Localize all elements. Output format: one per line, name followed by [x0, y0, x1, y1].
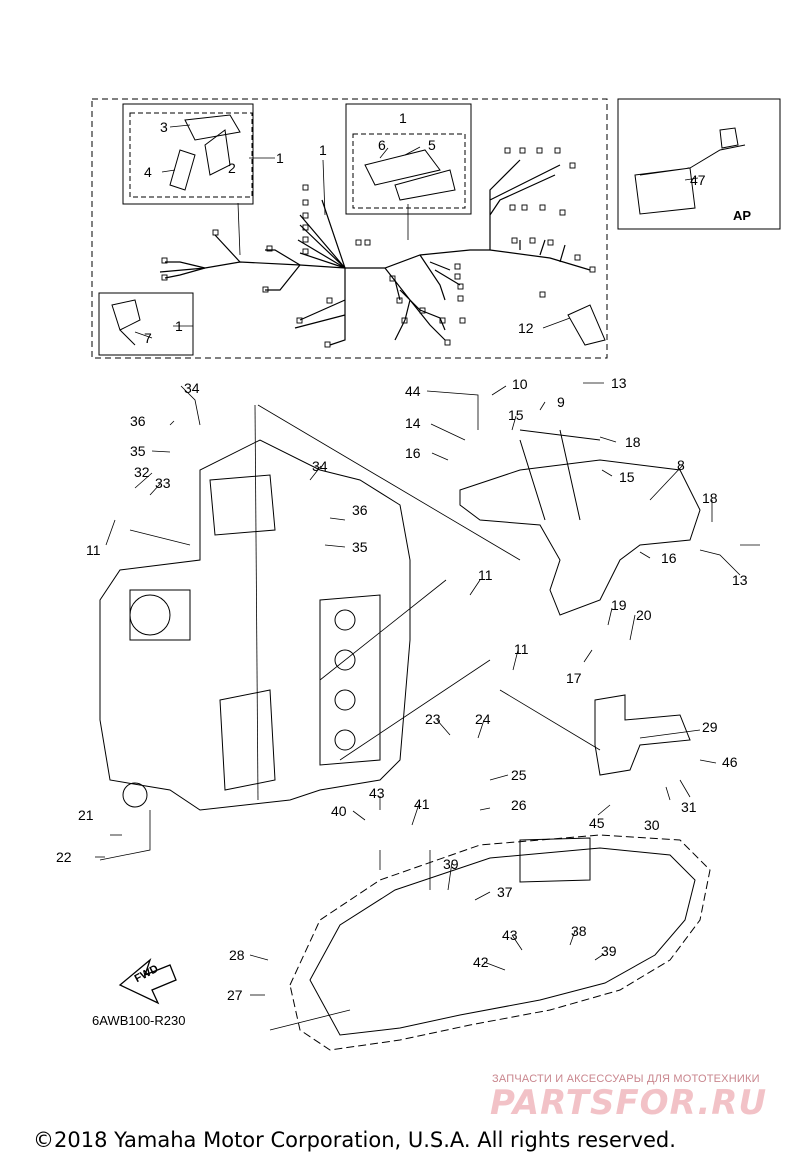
callout: 13	[732, 572, 748, 588]
ap-box	[617, 98, 781, 230]
subassembly-box-center	[345, 103, 472, 215]
callout: 12	[518, 320, 534, 336]
grommet-12	[567, 304, 606, 346]
callout: 18	[625, 434, 641, 450]
watermark-logo: PARTSFOR.RU	[490, 1083, 768, 1123]
callout: 34	[312, 458, 328, 474]
callout: 30	[644, 817, 660, 833]
callout: 28	[229, 947, 245, 963]
callout: 37	[497, 884, 513, 900]
callout: 1	[175, 318, 183, 334]
callout: 36	[352, 502, 368, 518]
plug-part-7	[111, 299, 141, 346]
callout: 29	[702, 719, 718, 735]
engine-block	[99, 439, 411, 811]
subassembly-box-left	[122, 103, 254, 205]
battery-47	[634, 167, 696, 215]
callout: 47	[690, 172, 706, 188]
callout: 40	[331, 803, 347, 819]
bottom-cowling	[289, 834, 711, 1051]
battery-cable	[689, 127, 746, 169]
callout: 16	[661, 550, 677, 566]
copyright-notice: ©2018 Yamaha Motor Corporation, U.S.A. A…	[33, 1128, 676, 1152]
fwd-arrow-icon	[118, 958, 177, 1005]
callout: 11	[514, 641, 529, 657]
callout: 43	[502, 927, 518, 943]
callout: 20	[636, 607, 652, 623]
wire-harness	[159, 159, 591, 346]
callout: 36	[130, 413, 146, 429]
harness-clip-part-4	[169, 149, 196, 191]
subassembly-inner-center	[352, 133, 466, 209]
callout: 39	[443, 856, 459, 872]
watermark-tagline: ЗАПЧАСТИ И АКСЕССУАРЫ ДЛЯ МОТОТЕХНИКИ	[492, 1073, 760, 1085]
callout: 10	[512, 376, 528, 392]
callout: 38	[571, 923, 587, 939]
callout: 42	[473, 954, 489, 970]
callout: 11	[478, 567, 493, 583]
callout: 39	[601, 943, 617, 959]
callout: 11	[86, 542, 101, 558]
callout: 16	[405, 445, 421, 461]
callout: 14	[405, 415, 421, 431]
cover-part-6	[364, 149, 441, 186]
callout: 2	[228, 160, 236, 176]
callout: 27	[227, 987, 243, 1003]
callout: 7	[144, 330, 152, 346]
connectors	[161, 147, 596, 348]
harness-group-frame	[91, 98, 608, 359]
harness-clip-part-2	[204, 129, 231, 176]
callout: 9	[557, 394, 565, 410]
callout: 1	[319, 142, 327, 158]
bracket-29	[594, 694, 691, 776]
callout: 18	[702, 490, 718, 506]
callout: 35	[352, 539, 368, 555]
callout: 1	[399, 110, 407, 126]
callout: 6	[378, 137, 386, 153]
callout: 3	[160, 119, 168, 135]
callout: 31	[681, 799, 697, 815]
callout: 8	[677, 457, 685, 473]
callout: 19	[611, 597, 627, 613]
diagram-code: 6AWB100-R230	[92, 1013, 186, 1028]
bracket-8	[459, 459, 701, 616]
callout: 15	[508, 407, 524, 423]
callout: 25	[511, 767, 527, 783]
leader-lines	[95, 124, 760, 1031]
callout: 43	[369, 785, 385, 801]
callout: 46	[722, 754, 738, 770]
ap-label: AP	[733, 208, 752, 223]
callout: 4	[144, 164, 152, 180]
callout: 23	[425, 711, 441, 727]
callout: 21	[78, 807, 94, 823]
callout: 32	[134, 464, 150, 480]
callout: 34	[184, 380, 200, 396]
callout: 1	[276, 150, 284, 166]
cover-part-5	[394, 169, 456, 201]
callout: 24	[475, 711, 491, 727]
callout: 5	[428, 137, 436, 153]
callout: 13	[611, 375, 627, 391]
bracket-8-ribs	[519, 429, 601, 521]
callout: 33	[155, 475, 171, 491]
subassembly-box-plug	[98, 292, 194, 356]
callout: 15	[619, 469, 635, 485]
callout: 45	[589, 815, 605, 831]
harness-clip-part-3	[184, 114, 241, 141]
callout: 35	[130, 443, 146, 459]
subassembly-inner-left	[129, 112, 253, 198]
callout: 22	[56, 849, 72, 865]
callout: 26	[511, 797, 527, 813]
callout: 17	[566, 670, 582, 686]
callout: 44	[405, 383, 421, 399]
callout: 41	[414, 796, 430, 812]
